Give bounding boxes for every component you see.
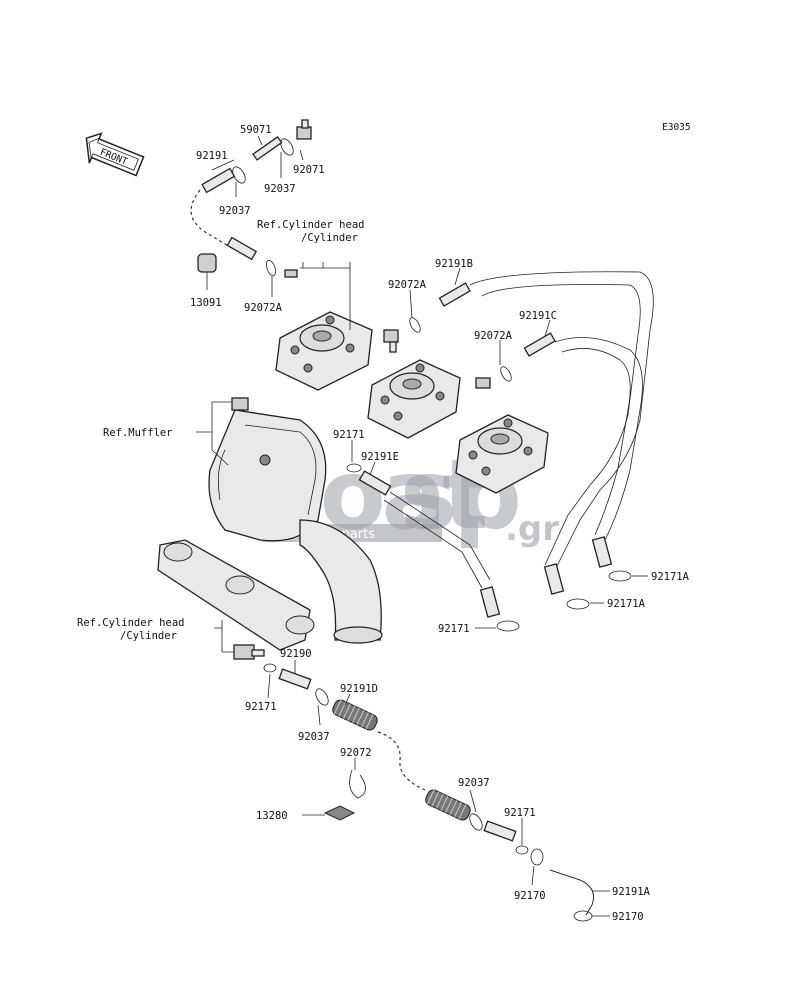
ref-cylinder-head-top-2: /Cylinder	[301, 232, 358, 244]
part-92171-left[interactable]: 92171	[245, 701, 277, 713]
head-fittings	[383, 282, 556, 389]
part-92072A-c[interactable]: 92072A	[474, 330, 513, 342]
long-hoses	[469, 271, 654, 610]
cylinder-head-2	[367, 359, 461, 439]
manifold	[157, 539, 315, 660]
part-92191E[interactable]: 92191E	[361, 451, 399, 463]
part-92072A-b[interactable]: 92072A	[388, 279, 427, 291]
part-92170-a[interactable]: 92170	[514, 890, 546, 902]
part-92072A-a[interactable]: 92072A	[244, 302, 283, 314]
ref-cylinder-head-bottom-2: /Cylinder	[120, 630, 177, 642]
part-92037-b[interactable]: 92037	[219, 205, 251, 217]
part-92071[interactable]: 92071	[293, 164, 325, 176]
lower-hose-chain	[263, 663, 594, 922]
part-92190[interactable]: 92190	[280, 648, 312, 660]
part-92171A-a[interactable]: 92171A	[651, 571, 690, 583]
part-13280[interactable]: 13280	[256, 810, 288, 822]
leader-lines	[196, 135, 648, 917]
muffler	[208, 397, 383, 644]
part-92171-right[interactable]: 92171	[504, 807, 536, 819]
part-92072[interactable]: 92072	[340, 747, 372, 759]
part-92037-d[interactable]: 92037	[458, 777, 490, 789]
part-92191B[interactable]: 92191B	[435, 258, 473, 270]
front-arrow-icon: FRONT	[85, 132, 145, 177]
part-92170-b[interactable]: 92170	[612, 911, 644, 923]
part-92191-top[interactable]: 92191	[196, 150, 228, 162]
part-13091[interactable]: 13091	[190, 297, 222, 309]
diagram-code: E3035	[662, 122, 691, 133]
part-92191A[interactable]: 92191A	[612, 886, 651, 898]
hose-92191E	[346, 463, 520, 632]
top-fittings	[190, 119, 312, 278]
part-92171-low[interactable]: 92171	[438, 623, 470, 635]
part-92037-a[interactable]: 92037	[264, 183, 296, 195]
part-92171-mid[interactable]: 92171	[333, 429, 365, 441]
ref-muffler: Ref.Muffler	[103, 427, 173, 439]
cylinder-head-1	[275, 311, 373, 391]
cylinder-head-3	[455, 414, 549, 494]
part-92191C[interactable]: 92191C	[519, 310, 557, 322]
part-92171A-b[interactable]: 92171A	[607, 598, 646, 610]
part-92037-c[interactable]: 92037	[298, 731, 330, 743]
part-59071[interactable]: 59071	[240, 124, 272, 136]
ref-cylinder-head-bottom-1: Ref.Cylinder head	[77, 617, 184, 629]
watermark-tld: .gr	[505, 509, 559, 549]
ref-cylinder-head-top-1: Ref.Cylinder head	[257, 219, 364, 231]
part-92191D[interactable]: 92191D	[340, 683, 378, 695]
